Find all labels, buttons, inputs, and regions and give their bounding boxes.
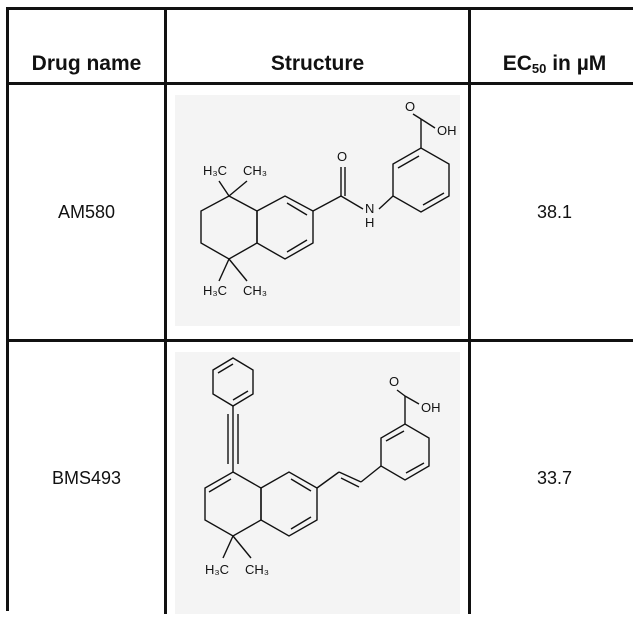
bms493-structure-drawing: O OH H₃C CH₃ [204,357,441,577]
am580-structure-drawing: H₃C CH₃ H₃C CH₃ O N H O OH [200,99,457,298]
label-ch3-top: CH₃ [243,163,267,178]
label-o-acid: O [389,374,399,389]
structure-cell: H₃C CH₃ H₃C CH₃ O N H O OH [167,85,471,339]
label-oh: OH [437,123,457,138]
label-n: N [365,201,374,216]
header-structure: Structure [167,10,471,82]
ec50-sub: 50 [531,61,547,76]
structure-cell: O OH H₃C CH₃ [167,342,471,614]
table-row: AM580 [9,85,633,342]
label-h3c-bottom: H₃C [203,283,227,298]
label-h: H [365,215,374,230]
drug-name-cell: BMS493 [9,342,167,614]
ec50-prefix: EC [502,52,532,75]
label-ch3-bottom: CH₃ [245,562,269,577]
label-h3c-bottom: H₃C [205,562,229,577]
ec50-cell: 38.1 [536,201,573,222]
structure-image-am580: H₃C CH₃ H₃C CH₃ O N H O OH [175,95,460,326]
label-h3c-top: H₃C [203,163,227,178]
ec50-suffix: in µM [546,52,607,75]
label-oh: OH [421,400,441,415]
ec50-cell: 33.7 [536,467,573,488]
label-o-amide: O [337,149,347,164]
table-row: BMS493 [9,342,633,614]
label-o-acid: O [405,99,415,114]
structure-image-bms493: O OH H₃C CH₃ [175,352,460,614]
drug-name-cell: AM580 [9,85,167,339]
label-ch3-bottom: CH₃ [243,283,267,298]
header-drug-name: Drug name [9,10,167,82]
